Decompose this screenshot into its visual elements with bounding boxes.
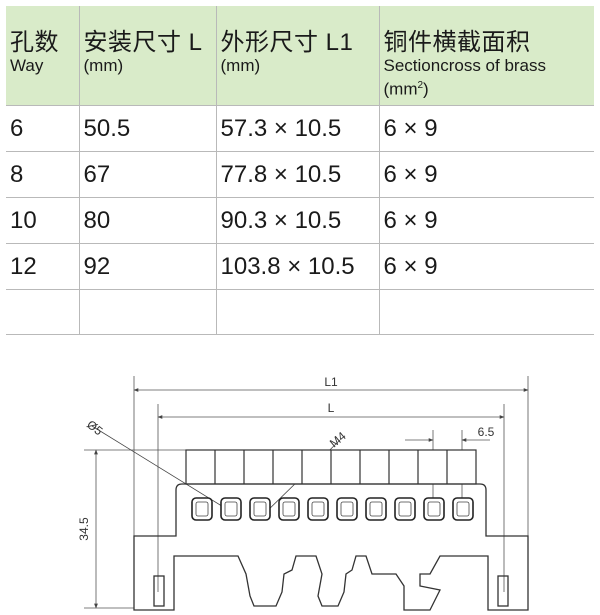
cell-empty (6, 289, 80, 335)
terminal-bar-drawing: L1 L 6.5 34.5 Ø5 M4 (77, 375, 529, 611)
cell-ways: 6 (6, 105, 80, 152)
table-row: 8 67 77.8 × 10.5 6 × 9 (6, 151, 594, 198)
dimension-height (84, 449, 190, 609)
cell-section: 6 × 9 (379, 197, 594, 244)
header-ways-en: Way (10, 56, 44, 75)
header-brass-section-unit: (mm2) (383, 79, 429, 99)
cell-empty (216, 289, 380, 335)
table-body: 6 50.5 57.3 × 10.5 6 × 9 8 67 77.8 × 10.… (6, 105, 594, 335)
cell-overall: 77.8 × 10.5 (216, 151, 380, 198)
cell-overall: 57.3 × 10.5 (216, 105, 380, 152)
table-header: 孔数 Way 安装尺寸 L (mm) 外形尺寸 L1 (mm) 铜件横截面积 S… (6, 6, 594, 106)
spec-table: 孔数 Way 安装尺寸 L (mm) 外形尺寸 L1 (mm) 铜件横截面积 S… (6, 6, 594, 335)
insulator-base (133, 483, 529, 611)
cell-mounting: 50.5 (79, 105, 217, 152)
terminal-hole-inner (195, 501, 470, 517)
brass-bar (185, 449, 477, 485)
table-row: 6 50.5 57.3 × 10.5 6 × 9 (6, 105, 594, 152)
label-pitch: 6.5 (478, 425, 495, 439)
header-brass-section-en: Sectioncross of brass (383, 56, 547, 75)
header-brass-section-cn: 铜件横截面积 (383, 29, 531, 56)
header-overall-size: 外形尺寸 L1 (mm) (216, 6, 380, 106)
table-row: 12 92 103.8 × 10.5 6 × 9 (6, 243, 594, 290)
cell-mounting: 80 (79, 197, 217, 244)
header-mounting-size: 安装尺寸 L (mm) (79, 6, 217, 106)
header-overall-size-unit: (mm) (220, 56, 261, 75)
table-row-empty (6, 289, 594, 335)
cell-empty (79, 289, 217, 335)
header-ways: 孔数 Way (6, 6, 80, 106)
cell-ways: 8 (6, 151, 80, 198)
label-screw-size: M4 (327, 429, 349, 451)
cell-overall: 90.3 × 10.5 (216, 197, 380, 244)
header-overall-size-cn: 外形尺寸 L1 (220, 29, 354, 56)
dimension-l (157, 404, 505, 592)
label-hole-diameter: Ø5 (84, 417, 105, 438)
label-l: L (328, 401, 335, 415)
cell-ways: 12 (6, 243, 80, 290)
terminal-holes (191, 497, 474, 521)
header-mounting-size-unit: (mm) (83, 56, 124, 75)
cell-section: 6 × 9 (379, 105, 594, 152)
label-l1: L1 (324, 375, 338, 389)
cell-ways: 10 (6, 197, 80, 244)
cell-mounting: 67 (79, 151, 217, 198)
label-height: 34.5 (77, 517, 91, 541)
table-row: 10 80 90.3 × 10.5 6 × 9 (6, 197, 594, 244)
cell-section: 6 × 9 (379, 243, 594, 290)
cell-overall: 103.8 × 10.5 (216, 243, 380, 290)
header-ways-cn: 孔数 (10, 29, 59, 56)
cell-mounting: 92 (79, 243, 217, 290)
cell-empty (379, 289, 594, 335)
cell-section: 6 × 9 (379, 151, 594, 198)
header-brass-section: 铜件横截面积 Sectioncross of brass (mm2) (379, 6, 594, 106)
header-mounting-size-cn: 安装尺寸 L (83, 29, 203, 56)
